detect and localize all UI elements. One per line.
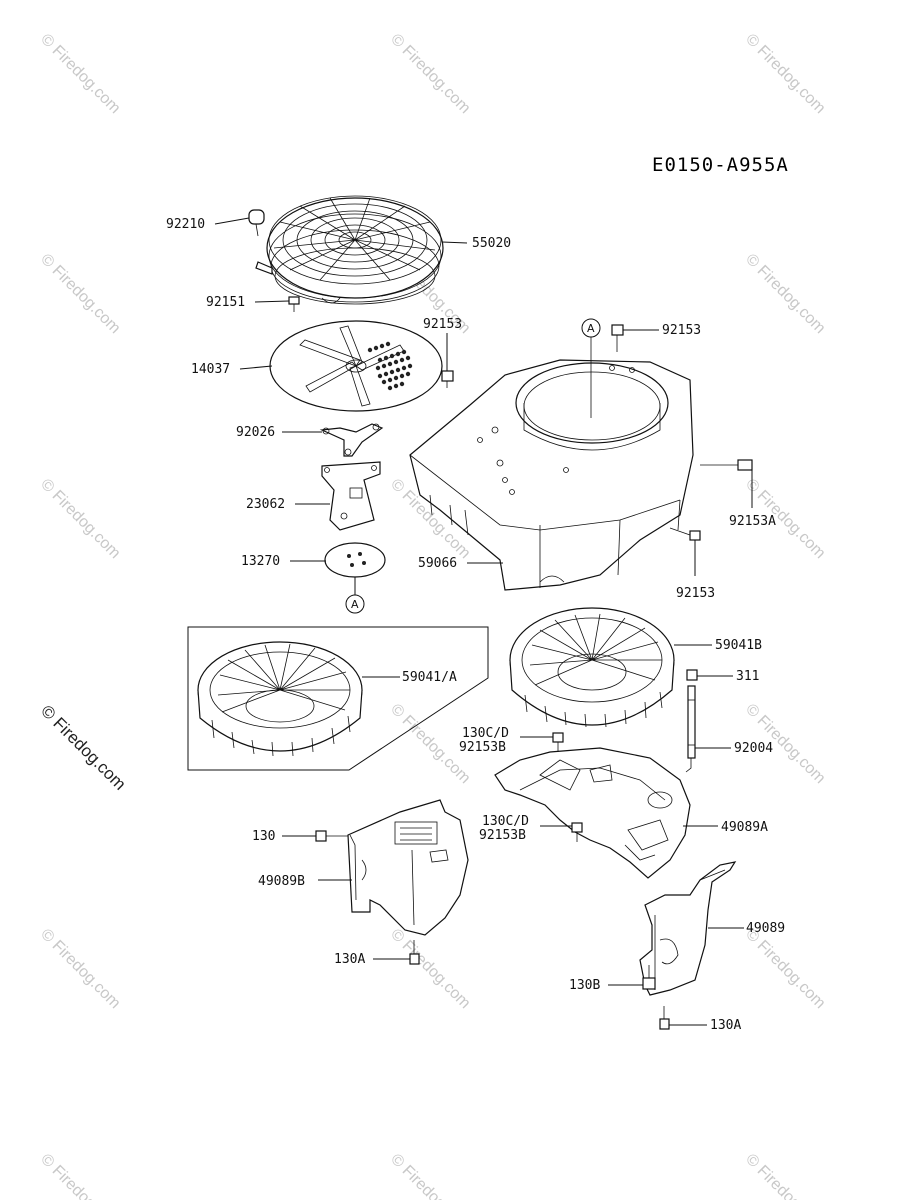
plate-13270 <box>324 542 386 578</box>
watermark: © Firedog.com <box>387 31 473 117</box>
label-130B: 130B <box>569 978 600 993</box>
label-92153-bottom: 92153 <box>676 586 715 601</box>
screw-92151 <box>288 296 300 312</box>
label-92153-right: 92153 <box>662 323 701 338</box>
label-92151: 92151 <box>206 295 245 310</box>
label-92153B-2: 92153B <box>479 828 526 843</box>
label-59041A: 59041/A <box>402 670 457 685</box>
shroud-59066 <box>409 359 694 591</box>
watermark: © Firedog.com <box>742 31 828 117</box>
screw-92153-top <box>611 324 624 352</box>
watermark-dark: © Firedog.com <box>37 701 129 793</box>
ref-marker-a-lower: A <box>345 577 365 614</box>
watermark: © Firedog.com <box>742 1151 828 1200</box>
baffle-49089 <box>639 861 737 996</box>
nut-311 <box>686 669 698 681</box>
label-13270: 13270 <box>241 554 280 569</box>
watermark: © Firedog.com <box>37 1151 123 1200</box>
screw-130B <box>642 965 656 990</box>
nut-92210 <box>248 209 265 237</box>
ref-marker-a-upper: A <box>581 318 601 418</box>
label-55020: 55020 <box>472 236 511 251</box>
screw-92153A <box>700 459 753 471</box>
label-92004: 92004 <box>734 741 773 756</box>
screw-130CD-lower <box>571 822 583 842</box>
label-92153A: 92153A <box>729 514 776 529</box>
watermark: © Firedog.com <box>37 251 123 337</box>
label-130: 130 <box>252 829 275 844</box>
watermark: © Firedog.com <box>37 926 123 1012</box>
watermark: © Firedog.com <box>742 926 828 1012</box>
screw-130A-right <box>659 1006 670 1030</box>
label-130CD-2: 130C/D <box>482 814 529 829</box>
fan-59041B <box>509 607 675 728</box>
bracket-92026 <box>319 423 384 457</box>
screen-55020 <box>255 195 444 305</box>
baffle-49089A <box>494 747 691 879</box>
label-92210: 92210 <box>166 217 205 232</box>
watermark: © Firedog.com <box>387 926 473 1012</box>
baffle-49089B <box>347 799 469 936</box>
watermark: © Firedog.com <box>387 1151 473 1200</box>
label-59041B: 59041B <box>715 638 762 653</box>
fan-59041A-box <box>187 626 489 771</box>
ref-marker-label: A <box>351 598 359 611</box>
leader-lines <box>214 217 753 1026</box>
label-130A-right: 130A <box>710 1018 741 1033</box>
watermark: © Firedog.com <box>37 31 123 117</box>
part-labels: 92210 55020 92151 92153 14037 92153 9202… <box>166 217 785 1033</box>
label-49089: 49089 <box>746 921 785 936</box>
screw-130 <box>315 830 348 842</box>
watermark: © Firedog.com <box>37 476 123 562</box>
screw-130CD-upper <box>552 732 564 752</box>
label-23062: 23062 <box>246 497 285 512</box>
diagram-code: E0150-A955A <box>652 154 789 176</box>
label-49089B: 49089B <box>258 874 305 889</box>
ref-marker-label: A <box>587 322 595 335</box>
label-92153-top: 92153 <box>423 317 462 332</box>
label-14037: 14037 <box>191 362 230 377</box>
watermark: © Firedog.com <box>742 251 828 337</box>
bracket-23062 <box>321 461 381 531</box>
label-92026: 92026 <box>236 425 275 440</box>
label-92153B-1: 92153B <box>459 740 506 755</box>
label-130A-left: 130A <box>334 952 365 967</box>
label-130CD-1: 130C/D <box>462 726 509 741</box>
screw-92153-upper <box>441 370 454 388</box>
label-311: 311 <box>736 669 759 684</box>
stud-92004 <box>685 685 696 773</box>
plate-14037 <box>269 320 443 412</box>
label-49089A: 49089A <box>721 820 768 835</box>
screw-92153-bottom <box>669 527 701 541</box>
label-59066: 59066 <box>418 556 457 571</box>
